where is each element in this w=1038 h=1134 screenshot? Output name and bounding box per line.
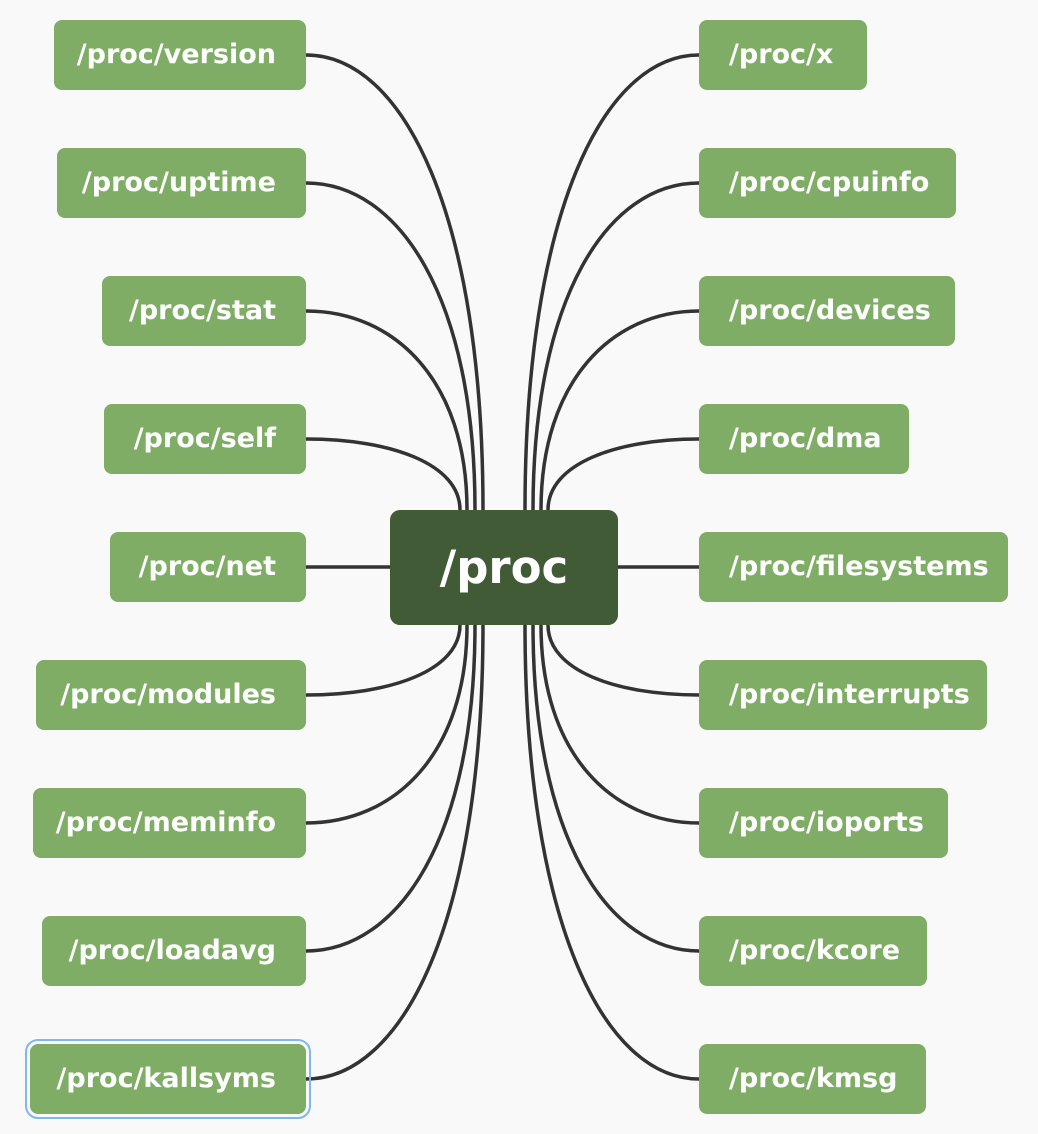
node-proc-modules[interactable]: /proc/modules <box>36 660 306 730</box>
connector-proc-stat <box>304 309 469 512</box>
node-proc-version[interactable]: /proc/version <box>54 20 306 90</box>
connector-proc-loadavg <box>304 623 477 953</box>
node-proc-uptime[interactable]: /proc/uptime <box>57 148 306 218</box>
node-proc-filesystems[interactable]: /proc/filesystems <box>699 532 1008 602</box>
node-proc-kmsg[interactable]: /proc/kmsg <box>699 1044 926 1114</box>
connector-proc-x <box>523 53 701 512</box>
connector-proc-dma <box>546 437 701 512</box>
node-proc-kallsyms[interactable]: /proc/kallsyms <box>25 1039 311 1119</box>
node-proc-kcore[interactable]: /proc/kcore <box>699 916 927 986</box>
node-proc-dma[interactable]: /proc/dma <box>699 404 909 474</box>
connector-proc-interrupts <box>546 623 701 697</box>
node-proc-interrupts[interactable]: /proc/interrupts <box>699 660 987 730</box>
connector-proc-ioports <box>539 623 701 825</box>
root-node[interactable]: /proc <box>390 510 618 625</box>
node-proc-devices[interactable]: /proc/devices <box>699 276 955 346</box>
connector-proc-modules <box>304 623 462 697</box>
node-proc-ioports[interactable]: /proc/ioports <box>699 788 948 858</box>
connector-proc-kallsyms <box>304 623 485 1081</box>
node-proc-loadavg[interactable]: /proc/loadavg <box>42 916 306 986</box>
connector-proc-meminfo <box>304 623 469 825</box>
connector-proc-uptime <box>304 181 477 512</box>
connector-proc-kcore <box>531 623 701 953</box>
connector-proc-kmsg <box>523 623 701 1081</box>
node-proc-meminfo[interactable]: /proc/meminfo <box>33 788 306 858</box>
node-proc-cpuinfo[interactable]: /proc/cpuinfo <box>699 148 956 218</box>
connector-proc-devices <box>539 309 701 512</box>
connector-proc-self <box>304 437 462 512</box>
node-proc-net[interactable]: /proc/net <box>110 532 306 602</box>
node-proc-x[interactable]: /proc/x <box>699 20 867 90</box>
node-proc-self[interactable]: /proc/self <box>104 404 306 474</box>
connector-proc-version <box>304 53 485 512</box>
connector-proc-cpuinfo <box>531 181 701 512</box>
node-proc-stat[interactable]: /proc/stat <box>102 276 306 346</box>
